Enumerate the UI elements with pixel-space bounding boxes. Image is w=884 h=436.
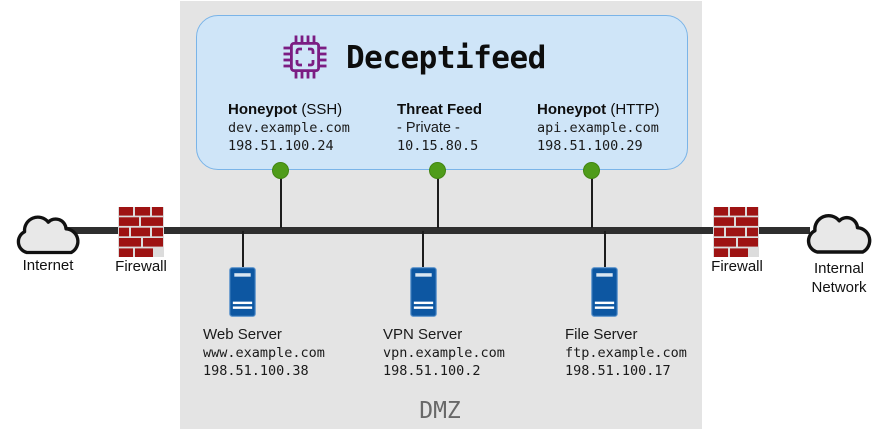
network-tap-dot [272, 162, 289, 179]
vpn-server-label: VPN Server vpn.example.com 198.51.100.2 [383, 326, 505, 380]
node-ip: 198.51.100.29 [537, 138, 643, 154]
server-ip: 198.51.100.17 [565, 363, 671, 379]
dmz-zone-label: DMZ [419, 398, 461, 424]
threat-feed-label: Threat Feed - Private - 10.15.80.5 [397, 101, 482, 155]
web-server-label: Web Server www.example.com 198.51.100.38 [203, 326, 325, 380]
chip-icon [283, 35, 327, 79]
server-name: Web Server [203, 326, 282, 343]
connector-line [591, 170, 593, 228]
honeypot-http-label: Honeypot (HTTP) api.example.com 198.51.1… [537, 101, 660, 155]
network-backbone-line [50, 227, 810, 234]
node-ip: 10.15.80.5 [397, 138, 479, 154]
connector-line [242, 231, 244, 267]
node-suffix: (HTTP) [606, 101, 660, 118]
firewall-left-label: Firewall [115, 258, 167, 275]
vpn-server-icon [410, 267, 437, 317]
internet-label: Internet [22, 257, 74, 274]
server-host: ftp.example.com [565, 345, 687, 361]
firewall-icon [713, 207, 759, 257]
connector-line [604, 231, 606, 267]
server-name: VPN Server [383, 326, 463, 343]
node-name: Honeypot [228, 101, 298, 118]
honeypot-ssh-label: Honeypot (SSH) dev.example.com 198.51.10… [228, 101, 350, 155]
server-ip: 198.51.100.2 [383, 363, 481, 379]
node-host: dev.example.com [228, 120, 350, 136]
internal-network-label: Internal Network [794, 259, 884, 297]
deceptifeed-panel [196, 15, 688, 170]
file-server-label: File Server ftp.example.com 198.51.100.1… [565, 326, 687, 380]
internal-label-line2: Network [811, 279, 867, 296]
firewall-icon [118, 207, 164, 257]
internal-label-line1: Internal [813, 260, 865, 277]
app-title: Deceptifeed [346, 40, 546, 76]
firewall-right-label: Firewall [711, 258, 763, 275]
network-tap-dot [583, 162, 600, 179]
connector-line [280, 170, 282, 228]
server-name: File Server [565, 326, 638, 343]
server-ip: 198.51.100.38 [203, 363, 309, 379]
file-server-icon [591, 267, 618, 317]
connector-line [437, 170, 439, 228]
internal-network-cloud-icon [806, 213, 872, 254]
node-host: api.example.com [537, 120, 659, 136]
node-ip: 198.51.100.24 [228, 138, 334, 154]
connector-line [422, 231, 424, 267]
node-host: - Private - [397, 120, 460, 136]
network-tap-dot [429, 162, 446, 179]
node-name: Honeypot [537, 101, 607, 118]
web-server-icon [229, 267, 256, 317]
node-name: Threat Feed [397, 101, 483, 118]
server-host: vpn.example.com [383, 345, 505, 361]
server-host: www.example.com [203, 345, 325, 361]
internet-cloud-icon [16, 215, 80, 255]
node-suffix: (SSH) [297, 101, 343, 118]
